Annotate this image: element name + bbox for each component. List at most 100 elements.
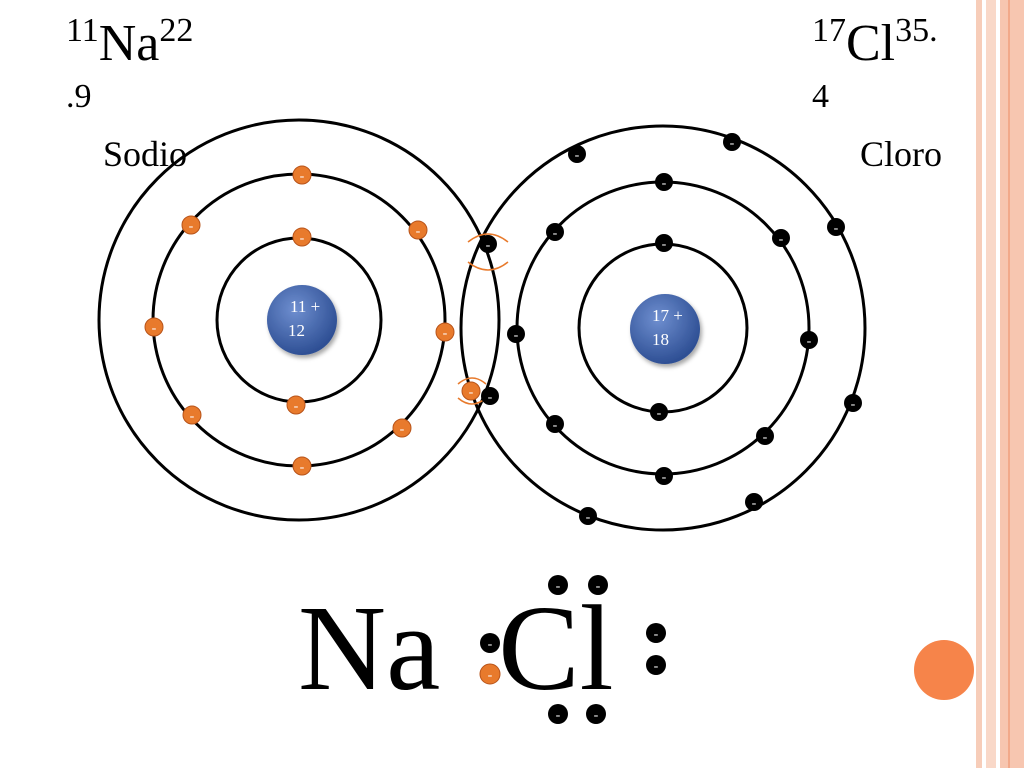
svg-text:-: - (152, 321, 157, 336)
svg-text:-: - (553, 226, 558, 241)
svg-text:-: - (400, 422, 405, 437)
sodium-shell-3 (97, 118, 501, 522)
frame-strip-inner (1000, 0, 1024, 768)
formula-sodium: Na (298, 581, 441, 716)
chlorine-electron: - (756, 427, 774, 445)
lewis-sodium-electron-dot: - (479, 663, 501, 685)
svg-text:-: - (294, 399, 299, 414)
formula-chlorine: Cl (498, 581, 614, 716)
svg-text:-: - (779, 232, 784, 247)
chlorine-symbol-label: 17Cl35. (812, 14, 938, 72)
lewis-electron-dot: - (646, 623, 666, 643)
chlorine-electron: - (745, 493, 763, 511)
lewis-electron-dot: - (480, 633, 500, 653)
sodium-mass-decimal: .9 (66, 78, 92, 115)
chlorine-nucleus: 17 + 18 (630, 294, 700, 364)
sodium-nucleus: 11 + 12 (267, 285, 337, 355)
svg-text:-: - (594, 708, 599, 723)
svg-text:-: - (662, 470, 667, 485)
chlorine-electron: - (479, 235, 497, 253)
sodium-symbol: Na (98, 15, 160, 72)
chlorine-atomic-number: 17 (812, 12, 846, 49)
transfer-arc-lower-top (457, 377, 487, 385)
transfer-arc-top (467, 233, 509, 243)
lewis-electron-dot: - (646, 655, 666, 675)
chlorine-electron: - (481, 387, 499, 405)
svg-text:-: - (657, 406, 662, 421)
lewis-electron-dot: - (548, 704, 568, 724)
chlorine-electron: - (844, 394, 862, 412)
svg-text:-: - (300, 169, 305, 184)
svg-text:-: - (469, 385, 474, 400)
sodium-electron: - (435, 322, 455, 342)
sodium-electron: - (292, 456, 312, 476)
chlorine-electron: - (546, 223, 564, 241)
sodium-electron: - (181, 215, 201, 235)
chlorine-symbol: Cl (846, 15, 896, 72)
chlorine-electron: - (800, 331, 818, 349)
svg-text:-: - (586, 510, 591, 525)
frame-strip-outer (976, 0, 982, 768)
svg-text:-: - (488, 390, 493, 405)
sodium-atomic-number: 11 (66, 12, 99, 49)
chlorine-electron: - (507, 325, 525, 343)
svg-text:-: - (553, 418, 558, 433)
chlorine-electron: - (546, 415, 564, 433)
chlorine-electron: - (723, 133, 741, 151)
svg-text:-: - (486, 238, 491, 253)
sodium-name: Sodio (103, 134, 188, 174)
chlorine-mass-number: 35. (895, 12, 938, 49)
svg-text:-: - (189, 219, 194, 234)
chlorine-shell-3 (459, 124, 867, 532)
svg-text:-: - (752, 496, 757, 511)
chlorine-electron: - (568, 145, 586, 163)
sodium-electron: - (182, 405, 202, 425)
svg-text:-: - (514, 328, 519, 343)
sodium-electron: - (292, 227, 312, 247)
svg-text:-: - (662, 237, 667, 252)
chlorine-electron: - (772, 229, 790, 247)
svg-text:-: - (488, 668, 493, 683)
svg-text:-: - (575, 148, 580, 163)
sodium-electron: - (408, 220, 428, 240)
svg-text:-: - (488, 637, 493, 652)
sodium-nucleus-protons: 11 + (290, 297, 320, 316)
chlorine-electron: - (655, 467, 673, 485)
svg-text:-: - (730, 136, 735, 151)
transfer-arc-bottom (467, 261, 509, 271)
svg-text:-: - (190, 409, 195, 424)
chlorine-nucleus-protons: 17 + (652, 306, 683, 325)
chlorine-electron: - (579, 507, 597, 525)
svg-text:-: - (596, 579, 601, 594)
chlorine-name: Cloro (860, 134, 943, 174)
lewis-electron-dot: - (548, 575, 568, 595)
sodium-electron: - (286, 395, 306, 415)
svg-text:-: - (556, 708, 561, 723)
sodium-symbol-label: 11Na22 (66, 14, 193, 72)
sodium-electron: - (392, 418, 412, 438)
chlorine-electron: - (650, 403, 668, 421)
accent-dot (914, 640, 974, 700)
svg-text:-: - (416, 224, 421, 239)
sodium-electron: - (292, 165, 312, 185)
svg-text:-: - (556, 579, 561, 594)
frame-strip-line (1008, 0, 1010, 768)
svg-text:-: - (300, 231, 305, 246)
frame-strip-middle (986, 0, 996, 768)
svg-text:-: - (807, 334, 812, 349)
sodium-mass-number: 22 (159, 12, 194, 49)
sodium-nucleus-neutrons: 12 (288, 321, 305, 340)
lewis-electron-dot: - (586, 704, 606, 724)
svg-text:-: - (851, 397, 856, 412)
sodium-electron: - (144, 317, 164, 337)
sodium-electron: - (461, 381, 481, 401)
svg-text:-: - (834, 221, 839, 236)
svg-text:-: - (443, 326, 448, 341)
svg-text:-: - (662, 176, 667, 191)
chlorine-mass-decimal: 4 (812, 78, 829, 115)
lewis-electron-dot: - (588, 575, 608, 595)
svg-text:-: - (763, 430, 768, 445)
chlorine-electron: - (655, 173, 673, 191)
